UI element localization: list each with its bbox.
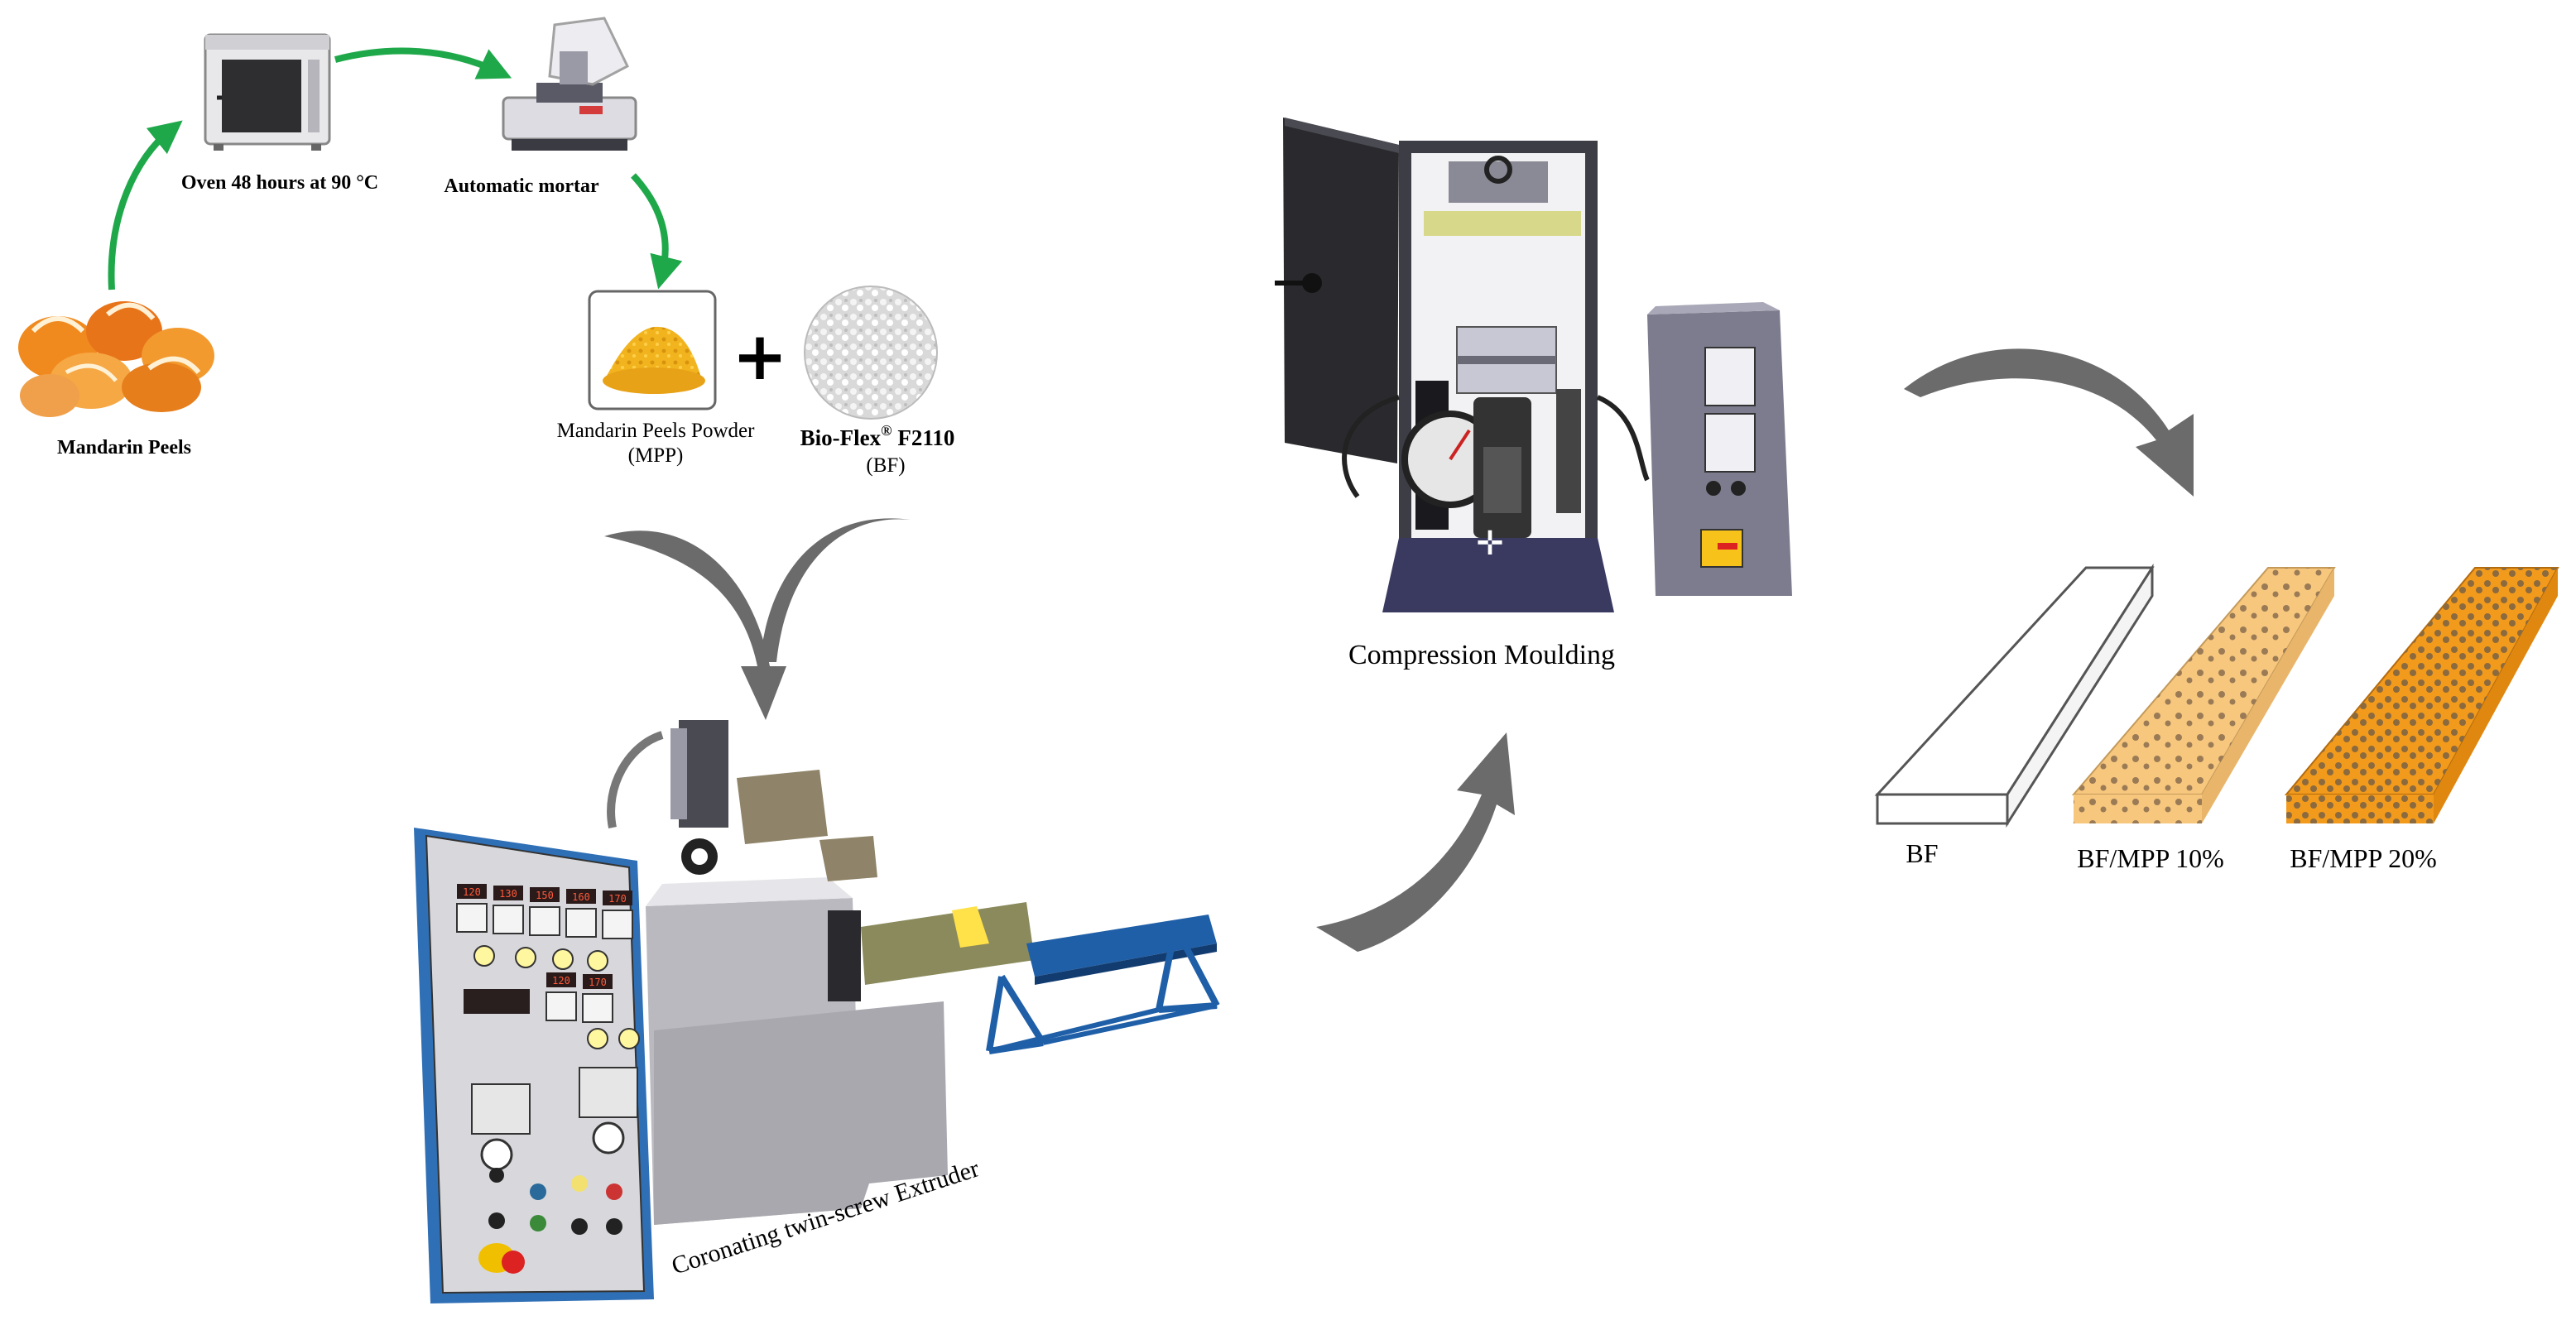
- panel-display: [583, 974, 613, 989]
- panel-display: [566, 889, 596, 904]
- panel-display-value: 150: [536, 890, 554, 901]
- mandarin-peels-label: Mandarin Peels: [57, 437, 191, 458]
- panel-meter: [456, 903, 488, 933]
- panel-display-value: 120: [552, 975, 570, 987]
- bioflex-label-line1: Bio-Flex® F2110: [800, 422, 955, 450]
- mandarin-peels-icon: [18, 301, 214, 417]
- oven-label: Oven 48 hours at 90 °C: [181, 172, 378, 194]
- sample-bf-mpp-10-label: BF/MPP 10%: [2077, 843, 2224, 873]
- sample-bf-mpp-20: [2284, 567, 2559, 823]
- twin-screw-extruder-icon: 120 130 150 160 170 120 170: [414, 720, 1220, 1303]
- panel-meter: [493, 905, 524, 934]
- oven-icon: [204, 33, 331, 151]
- panel-display: [603, 891, 632, 905]
- sample-bf: [1874, 563, 2155, 828]
- bioflex-grade: F2110: [892, 425, 955, 450]
- arrow-compression-to-samples: [1904, 348, 2194, 497]
- compression-label: Compression Moulding: [1348, 640, 1615, 670]
- panel-display-value: 130: [499, 888, 517, 900]
- panel-display-value: 160: [572, 891, 590, 903]
- panel-meter: [529, 906, 560, 936]
- panel-meter: [602, 910, 633, 939]
- sample-bf-mpp-10: [2071, 567, 2336, 823]
- panel-display-value: 170: [608, 893, 627, 905]
- mpp-label-line1: Mandarin Peels Powder: [557, 420, 756, 442]
- automatic-mortar-label: Automatic mortar: [444, 175, 599, 197]
- plus-sign: +: [732, 318, 787, 395]
- mpp-powder-icon: [588, 290, 717, 410]
- bioflex-granules-icon: [804, 286, 938, 420]
- panel-display: [530, 887, 560, 902]
- panel-meter: [582, 993, 613, 1023]
- sample-bf-label: BF: [1906, 838, 1938, 868]
- panel-display: [457, 884, 487, 899]
- panel-display-value: 120: [463, 886, 481, 898]
- arrow-mortar-to-mpp: [631, 173, 683, 290]
- merge-arrows: [604, 518, 911, 720]
- sample-bf-mpp-20-label: BF/MPP 20%: [2290, 843, 2437, 873]
- bioflex-label-line2: (BF): [866, 454, 905, 477]
- panel-display: [493, 886, 523, 900]
- automatic-mortar-icon: [502, 17, 637, 151]
- panel-display-value: 170: [589, 977, 607, 988]
- compression-press-icon: ✛: [1275, 118, 1792, 612]
- panel-meter: [545, 991, 577, 1021]
- arrow-extruder-to-compression: [1316, 732, 1515, 952]
- arrow-oven-to-mortar: [334, 47, 512, 79]
- bioflex-registered-mark: ®: [881, 422, 892, 439]
- arrow-peels-to-oven: [108, 120, 183, 290]
- panel-meter: [565, 908, 597, 938]
- mpp-label-line2: (MPP): [628, 444, 684, 467]
- svg-text:✛: ✛: [1476, 525, 1504, 563]
- panel-display: [546, 972, 576, 987]
- bioflex-name: Bio-Flex: [800, 425, 882, 450]
